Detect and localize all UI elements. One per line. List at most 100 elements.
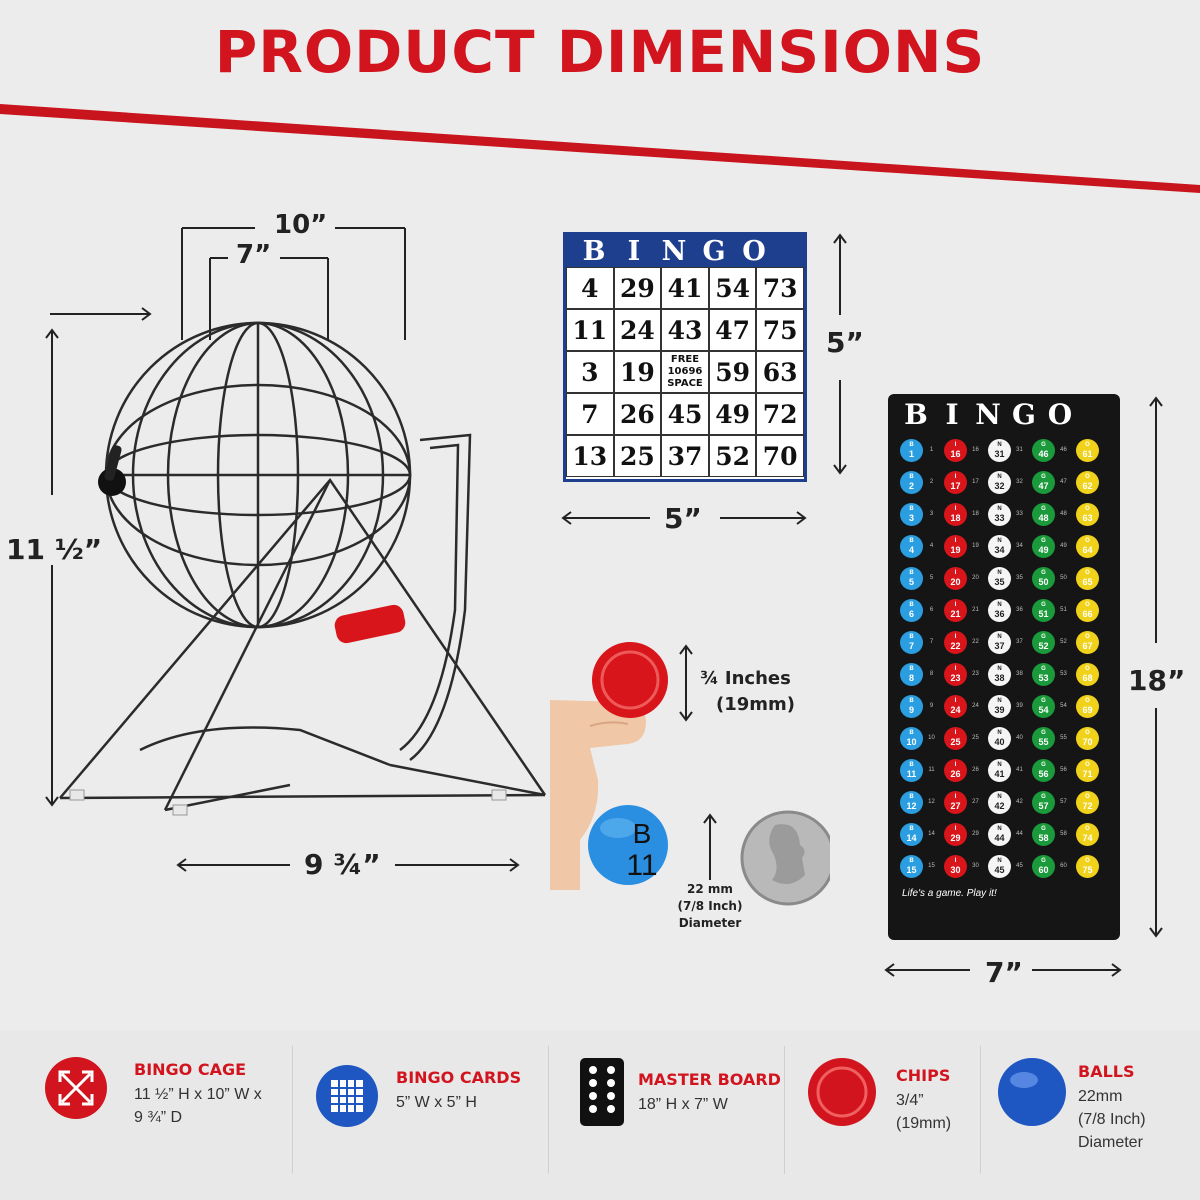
card-dimension-arrows [561,233,847,525]
master-board-small-number: 18 [972,511,979,517]
page-title: PRODUCT DIMENSIONS [214,18,986,86]
master-board-small-number: 9 [929,703,934,709]
footer-cage-title: BINGO CAGE [134,1060,247,1079]
bingo-card-cell: 72 [756,393,804,435]
master-board-icon [580,1058,624,1126]
chip-size-mm-label: (19mm) [716,694,796,715]
bingo-card-cell: 24 [613,309,662,351]
bingo-card-cell: 75 [756,309,804,351]
master-board-small-number: 60 [1060,863,1067,869]
master-board-small-number: 31 [1016,447,1023,453]
bingo-card-cell: 49 [708,393,757,435]
master-board-small-number: 14 [928,831,935,837]
master-board-small-number: 1 [929,447,934,453]
footer-divider [784,1046,785,1174]
footer-cage-line: 11 ½” H x 10” W x [134,1086,262,1103]
ball-icon [998,1058,1066,1126]
master-board-small-number: 17 [972,479,979,485]
master-board-small-number: 42 [1016,799,1023,805]
master-board-small-number: 15 [928,863,935,869]
master-board-small-number: 4 [929,543,934,549]
master-board-header-letter: O [1047,397,1073,431]
master-board-small-number: 29 [972,831,979,837]
bingo-card-header-letter: N [661,235,687,267]
bingo-card-icon [316,1065,378,1127]
bingo-card-cell: 26 [613,393,662,435]
bingo-card-cell: 37 [661,435,709,477]
bingo-card-cell: 7 [566,393,614,435]
master-board-small-number: 23 [972,671,979,677]
master-board-small-number: 58 [1060,831,1067,837]
ball-size-inch-label: (7/8 Inch) [677,899,743,913]
master-board-small-number: 46 [1060,447,1067,453]
footer-cards-line: 5” W x 5” H [396,1094,477,1111]
bingo-card-cell: 19 [613,351,662,393]
master-board-small-number: 34 [1016,543,1023,549]
bingo-card-header-letter: I [627,235,641,267]
master-board-small-number: 3 [929,511,934,517]
bingo-card-header-letter: B [582,235,606,267]
master-board-tagline: Life's a game. Play it! [902,888,997,899]
bingo-card-cell: 11 [566,309,614,351]
master-board-small-number: 25 [972,735,979,741]
master-board-small-number: 55 [1060,735,1067,741]
master-board-small-number: 35 [1016,575,1023,581]
chip-size-label: ¾ Inches [700,668,791,689]
footer-chips-line: 3/4” [896,1092,924,1109]
ball-diameter-label: Diameter [678,916,742,930]
cage-depth-label: 9 ¾” [304,848,381,881]
master-board-header-letter: B [904,397,928,431]
master-board-small-number: 37 [1016,639,1023,645]
master-board-small-number: 12 [928,799,935,805]
bingo-card-cell: 52 [708,435,757,477]
master-board-small-number: 11 [928,767,935,773]
bingo-card-cell: 54 [708,267,757,309]
bingo-card-cell: 3 [566,351,614,393]
ball-letter: B [632,818,652,849]
chip-and-ball-illustration [550,642,830,906]
master-board-small-number: 47 [1060,479,1067,485]
master-board-small-number: 6 [929,607,934,613]
